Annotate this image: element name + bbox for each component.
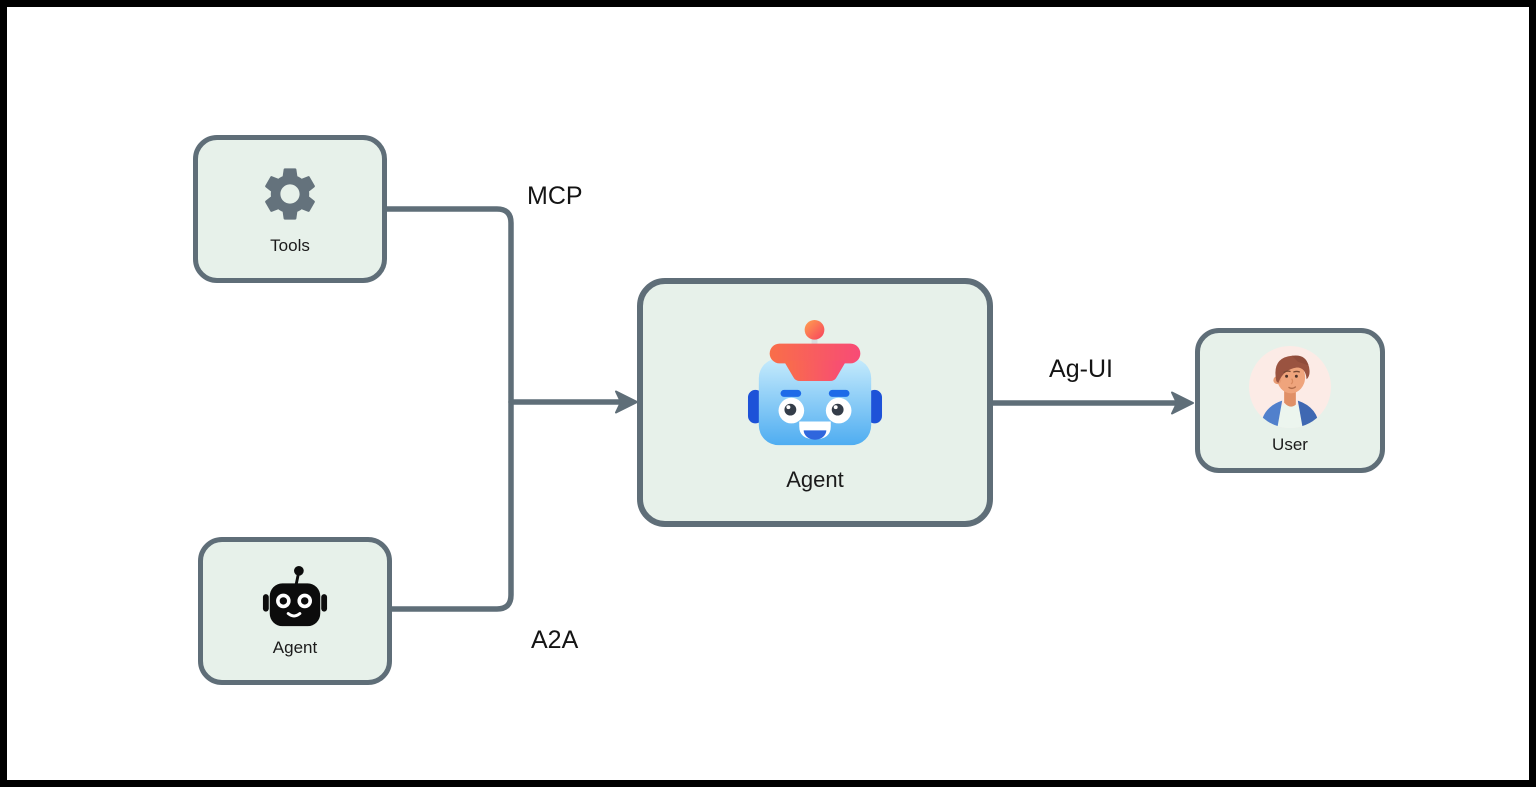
node-external-agent: Agent xyxy=(198,537,392,685)
edge-label-agui: Ag-UI xyxy=(1049,355,1113,383)
node-main-agent: Agent xyxy=(637,278,993,527)
node-external-agent-label: Agent xyxy=(272,637,318,657)
edge-label-a2a: A2A xyxy=(531,626,579,654)
edge-mcp-a2a-trunk xyxy=(384,206,514,612)
node-tools: Tools xyxy=(193,135,387,283)
node-main-agent-label: Agent xyxy=(786,467,844,493)
robot-face-icon xyxy=(746,317,884,453)
node-user-label: User xyxy=(1272,434,1308,454)
robot-icon xyxy=(256,564,334,632)
node-user: User xyxy=(1195,328,1385,473)
edge-label-mcp: MCP xyxy=(527,182,583,210)
node-tools-label: Tools xyxy=(270,235,310,255)
person-avatar xyxy=(1249,345,1331,428)
gear-icon xyxy=(258,162,322,226)
arrowhead-into-user-icon xyxy=(1171,391,1194,415)
arrowhead-into-agent-icon xyxy=(615,390,638,414)
